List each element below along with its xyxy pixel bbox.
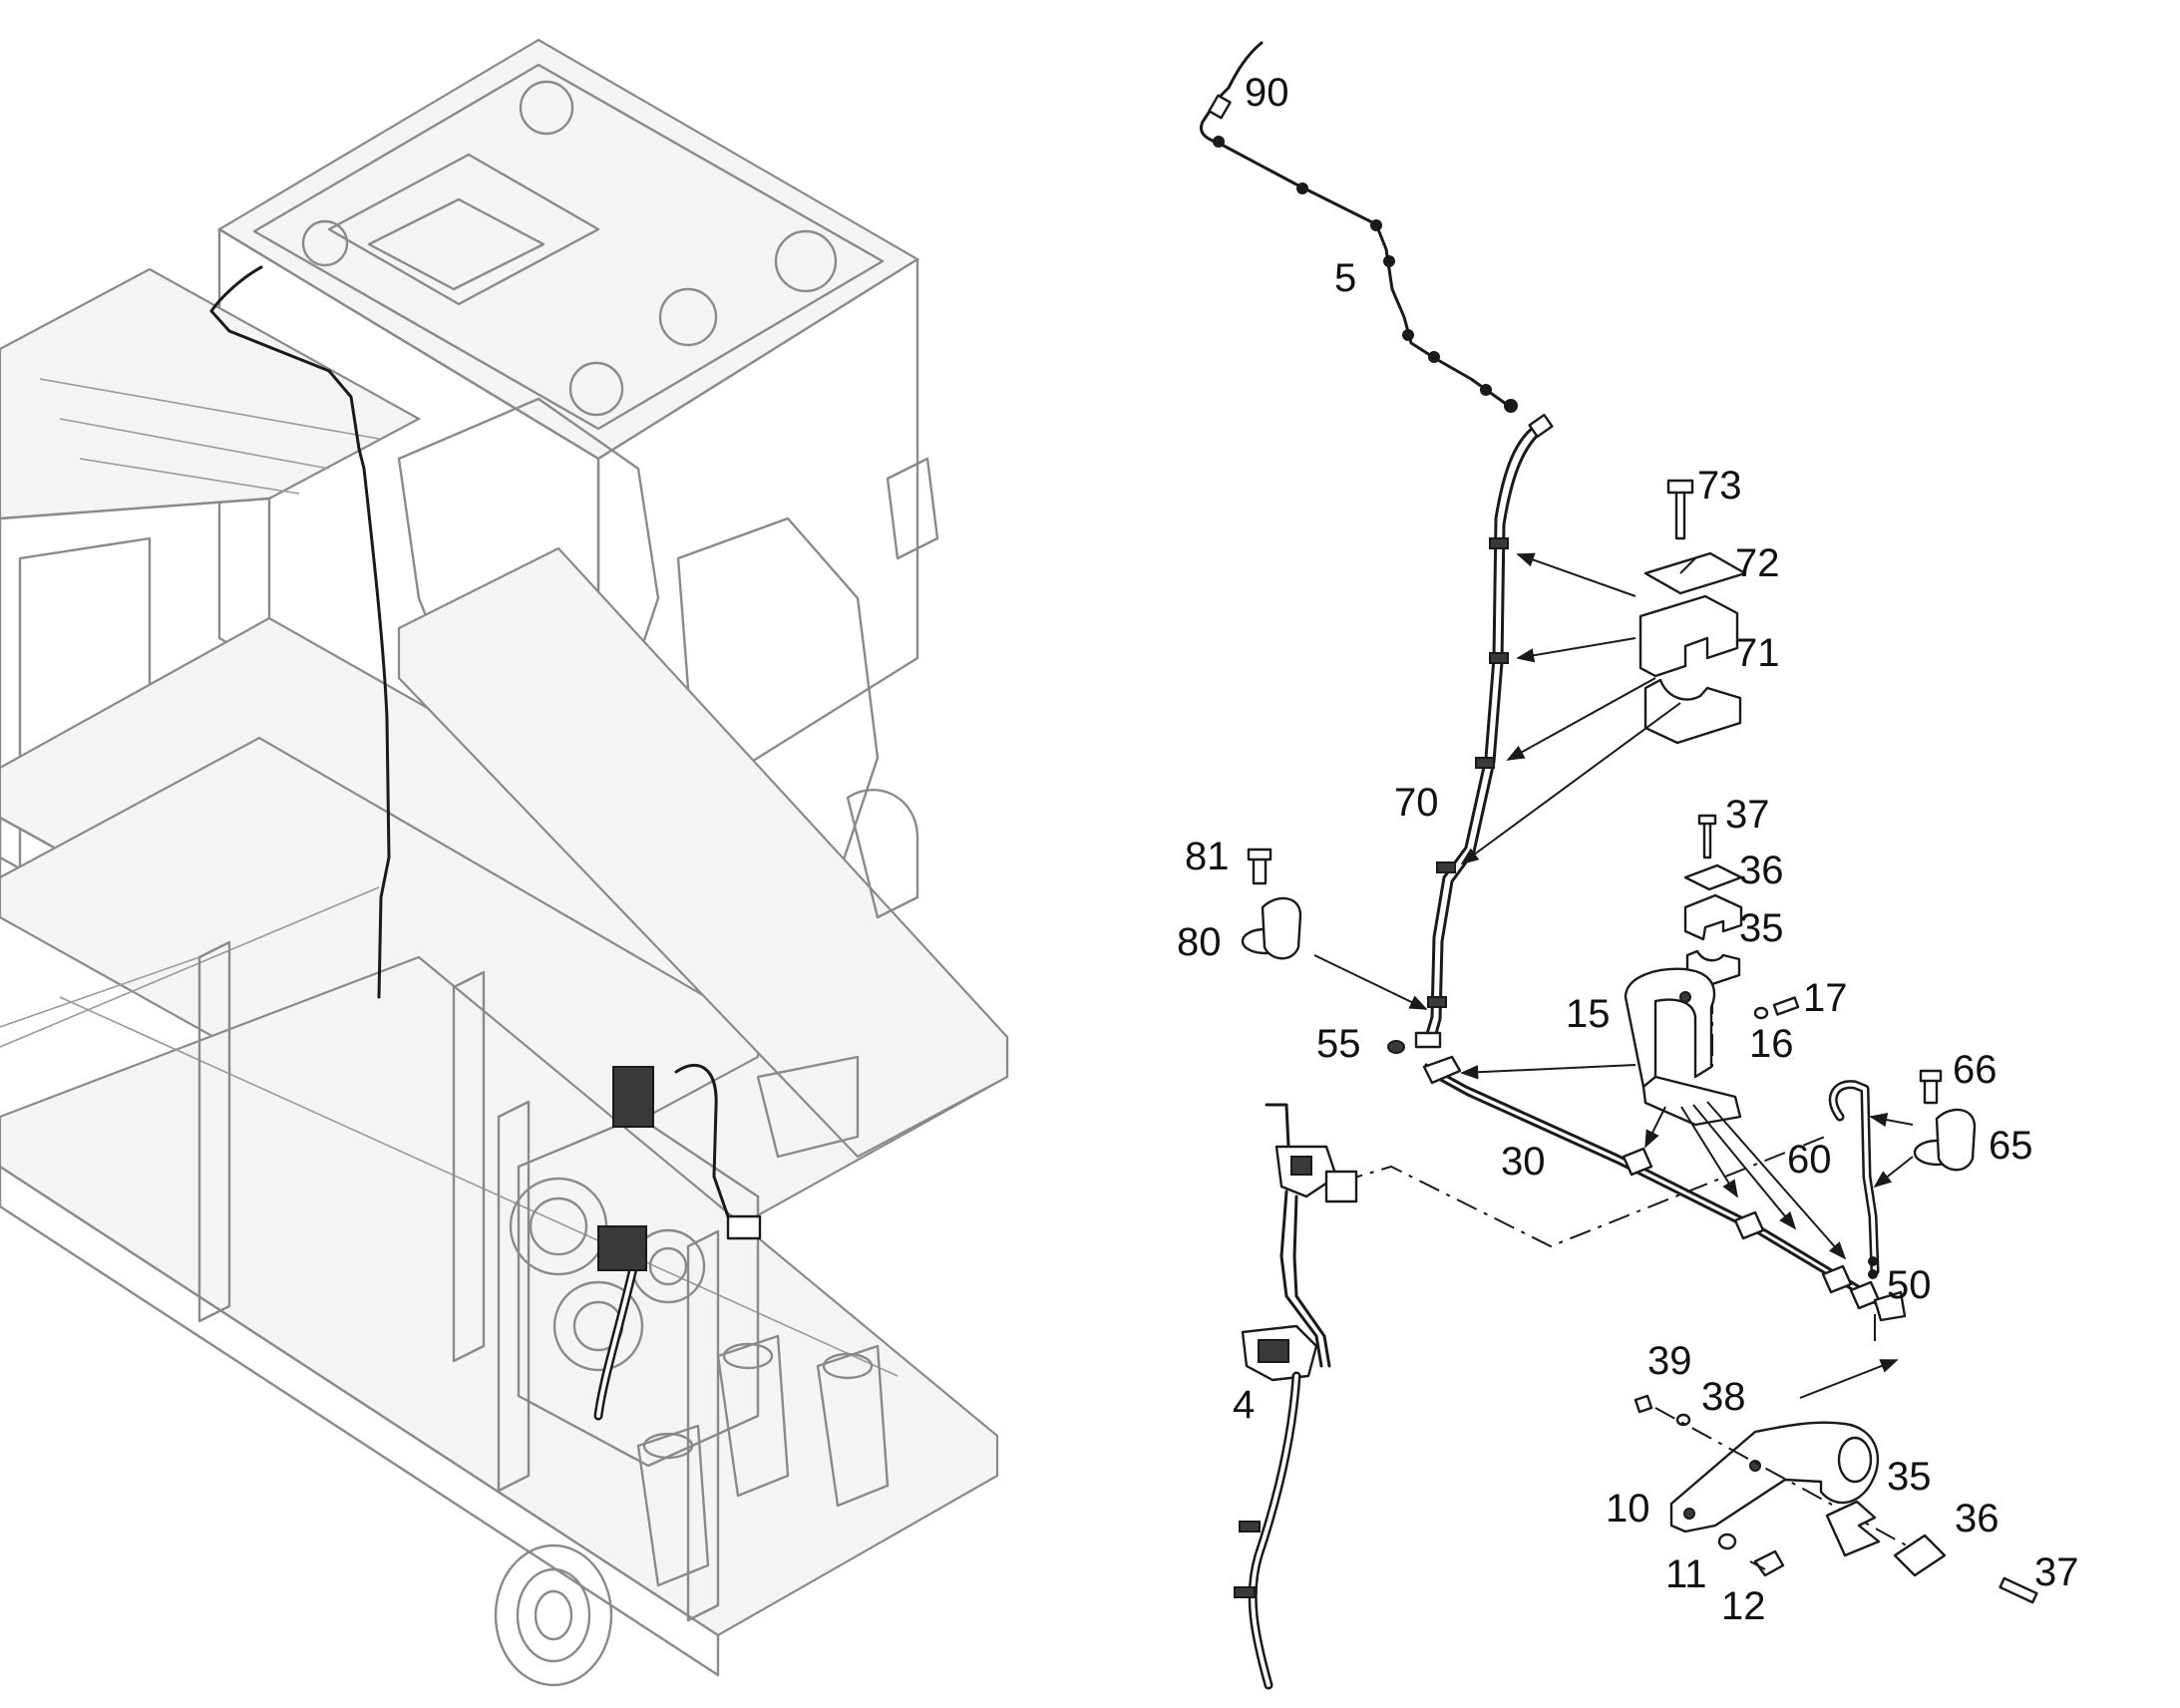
callout-72: 72 [1735,541,1780,585]
clamp-location-arrows [1460,552,1681,865]
callout-37-upper: 37 [1725,793,1770,837]
clamp-set-71-73 [1638,479,1747,745]
callout-90: 90 [1245,71,1289,115]
callout-15: 15 [1566,992,1611,1036]
callout-36-lower: 36 [1955,1497,1999,1540]
callout-35-upper: 35 [1739,906,1784,950]
tube-30 [1387,1040,1907,1341]
callout-11: 11 [1665,1552,1707,1596]
callout-10: 10 [1606,1487,1650,1531]
hose-60 [1828,1080,1880,1279]
callout-17: 17 [1803,976,1848,1020]
clip-80-81 [1241,848,1428,1010]
valve-assembly-4 [1234,1103,1358,1690]
callout-50: 50 [1887,1263,1932,1307]
connection-leader [1340,1136,1826,1248]
callout-55: 55 [1316,1022,1361,1066]
callout-35-lower: 35 [1887,1455,1932,1499]
clip-65-66 [1869,1069,1977,1189]
callout-37-lower: 37 [2034,1550,2079,1594]
callout-12: 12 [1721,1584,1766,1628]
callout-60: 60 [1787,1138,1832,1182]
callout-65: 65 [1989,1124,2033,1168]
callout-4: 4 [1233,1383,1255,1427]
callout-labels: 90 5 73 72 71 70 37 36 35 81 80 15 17 16… [1177,71,2079,1628]
bracket-15 [1460,967,1847,1260]
callout-71: 71 [1735,631,1780,675]
callout-30: 30 [1501,1140,1546,1184]
clamp-set-35-37-upper [1683,814,1743,1067]
callout-73: 73 [1697,464,1742,508]
hose-line-70 [1414,413,1554,1049]
hose-line-90-5 [1200,41,1518,413]
callout-39: 39 [1647,1339,1692,1383]
callout-36-upper: 36 [1739,849,1784,892]
callout-70: 70 [1394,781,1439,825]
callout-80: 80 [1177,920,1222,964]
installed-hose-on-frame [209,265,762,1421]
bracket-10 [1634,1359,2038,1604]
callout-38: 38 [1701,1375,1746,1419]
machine-frame-illustration [0,38,1009,1687]
callout-5: 5 [1334,256,1356,300]
callout-16: 16 [1749,1022,1794,1066]
callout-66: 66 [1953,1048,1998,1092]
callout-81: 81 [1185,835,1230,878]
